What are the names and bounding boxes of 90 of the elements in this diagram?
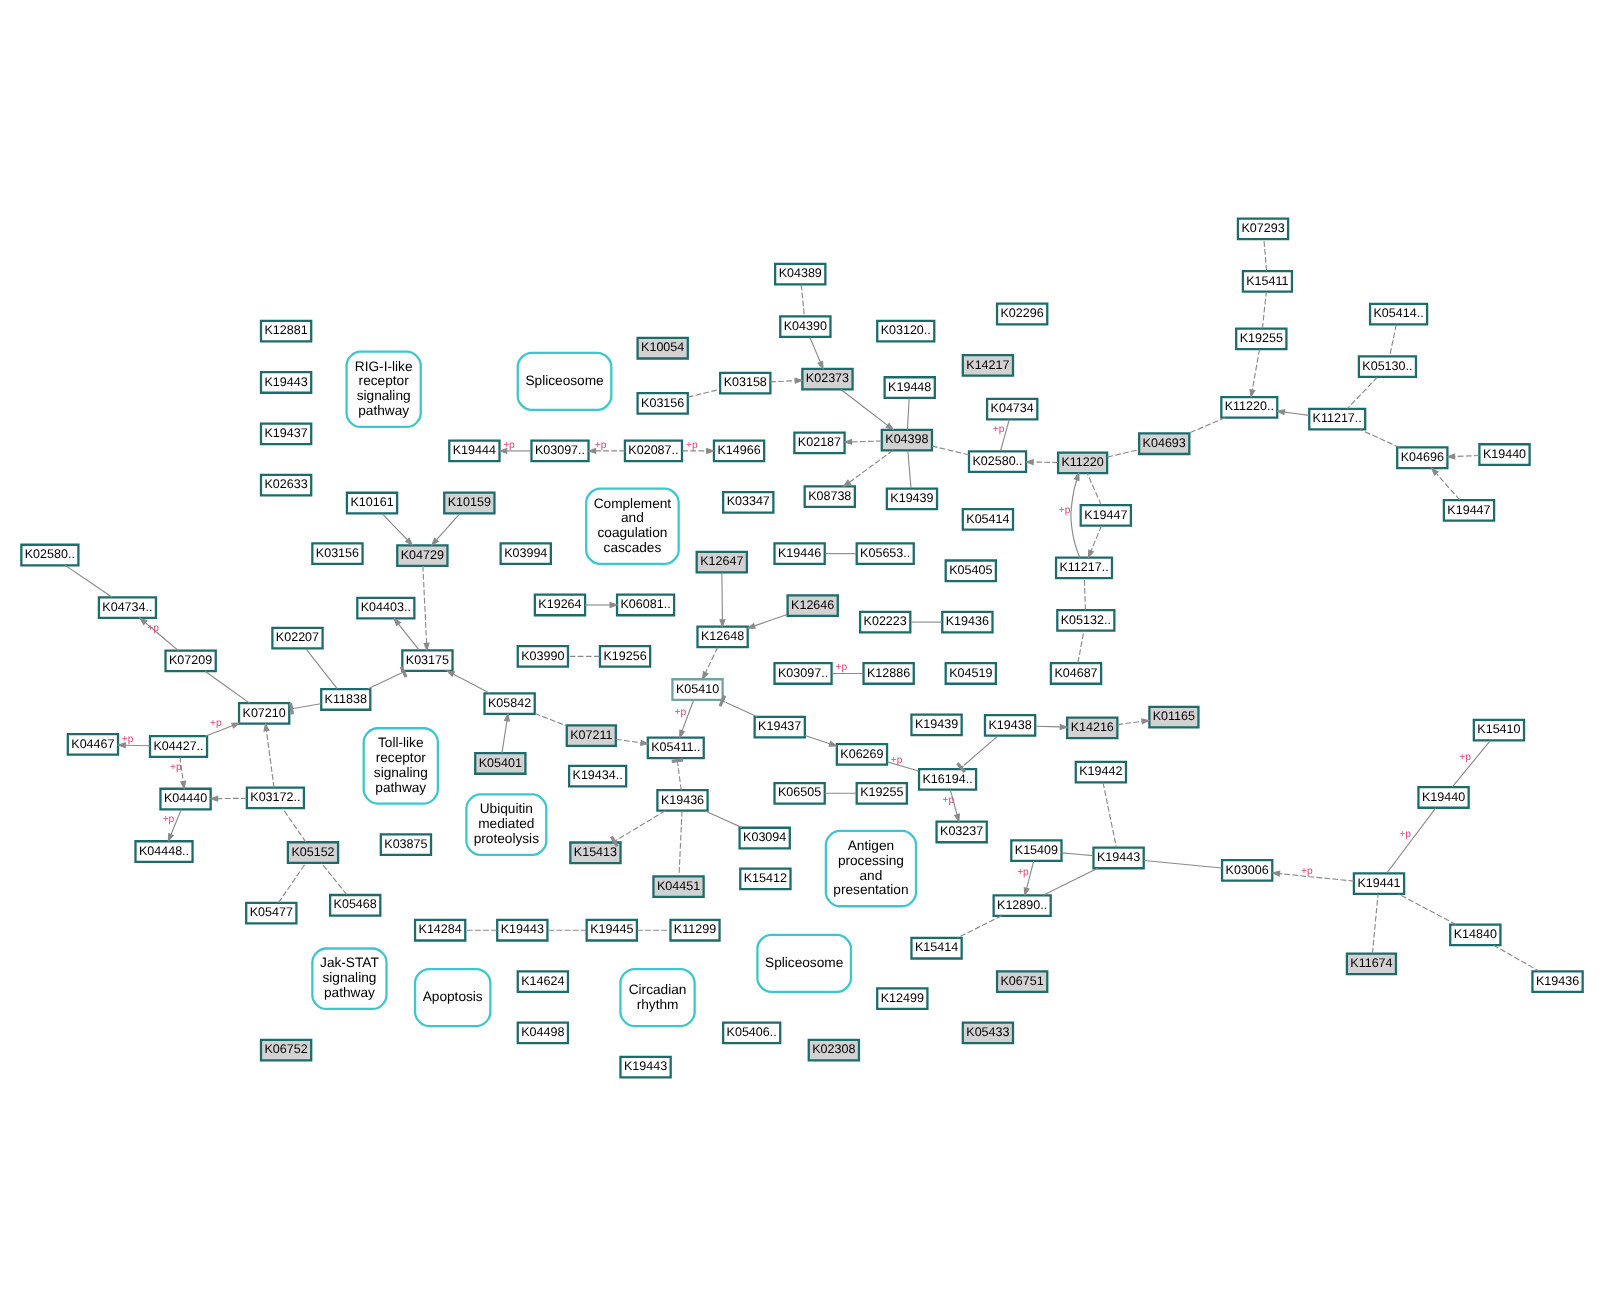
arrow bbox=[584, 601, 619, 609]
connector bbox=[678, 810, 683, 877]
arrow bbox=[1275, 408, 1310, 416]
connector bbox=[1371, 893, 1379, 954]
connector bbox=[1263, 238, 1268, 272]
arrow bbox=[1024, 458, 1059, 466]
arrow bbox=[615, 738, 650, 746]
arrow bbox=[381, 513, 414, 547]
connector bbox=[1346, 376, 1378, 410]
connector bbox=[1359, 429, 1401, 448]
connector bbox=[1386, 807, 1437, 874]
connector bbox=[636, 929, 671, 931]
connector bbox=[999, 419, 1010, 452]
connector bbox=[546, 929, 587, 931]
arrow bbox=[498, 447, 532, 455]
connector bbox=[671, 757, 684, 791]
arrow bbox=[1035, 723, 1069, 731]
arrow bbox=[1446, 453, 1480, 460]
connector bbox=[704, 810, 743, 829]
connector bbox=[1451, 740, 1491, 788]
connector bbox=[320, 862, 348, 896]
connector bbox=[64, 564, 113, 598]
arrow bbox=[1430, 467, 1461, 501]
connector bbox=[278, 862, 307, 904]
connector bbox=[282, 807, 307, 843]
connector bbox=[534, 712, 568, 727]
arrow bbox=[422, 565, 430, 652]
connector bbox=[1077, 630, 1085, 664]
arrow bbox=[586, 447, 626, 455]
arrow bbox=[1249, 348, 1261, 399]
arrow bbox=[167, 809, 182, 843]
arrow bbox=[393, 617, 420, 651]
arrow bbox=[949, 789, 960, 823]
connector bbox=[718, 695, 758, 718]
arrow bbox=[769, 377, 804, 384]
arrow bbox=[501, 712, 511, 754]
connector bbox=[956, 735, 999, 774]
connector bbox=[931, 445, 970, 456]
connector bbox=[1187, 417, 1226, 434]
arrow bbox=[809, 336, 824, 371]
arrow bbox=[804, 734, 839, 747]
connector bbox=[367, 666, 408, 690]
arrow bbox=[209, 795, 248, 802]
connector bbox=[1042, 867, 1099, 896]
arrow bbox=[1270, 870, 1355, 882]
connector bbox=[1060, 852, 1094, 857]
arrow bbox=[1087, 525, 1102, 559]
connector bbox=[800, 284, 805, 317]
connector bbox=[1389, 324, 1397, 357]
arrow bbox=[263, 722, 275, 789]
arrow bbox=[1117, 718, 1151, 726]
connector bbox=[1261, 291, 1267, 329]
connector bbox=[824, 792, 857, 794]
connector bbox=[464, 929, 498, 931]
connector bbox=[204, 670, 251, 704]
connector bbox=[288, 702, 322, 715]
connector bbox=[305, 648, 338, 690]
connector bbox=[1102, 782, 1117, 848]
connector bbox=[1493, 944, 1540, 972]
arrow bbox=[1023, 860, 1035, 897]
connector bbox=[909, 621, 943, 623]
connector bbox=[1083, 577, 1087, 611]
arrow bbox=[842, 449, 894, 488]
connector bbox=[906, 397, 910, 431]
connector bbox=[831, 672, 864, 675]
arrow bbox=[138, 617, 179, 652]
connector bbox=[1106, 449, 1140, 458]
arrow bbox=[681, 447, 716, 455]
arrow bbox=[746, 614, 788, 629]
arrow bbox=[430, 513, 461, 547]
connector bbox=[886, 761, 920, 772]
arrow bbox=[840, 388, 895, 431]
connector bbox=[567, 655, 601, 657]
connector bbox=[610, 810, 666, 848]
arrow bbox=[179, 756, 187, 791]
arrow bbox=[116, 742, 151, 749]
connector bbox=[956, 915, 1002, 939]
connector bbox=[687, 388, 721, 398]
connector bbox=[1086, 472, 1102, 506]
arrow bbox=[719, 571, 726, 629]
arrow bbox=[701, 647, 719, 681]
connector bbox=[1143, 859, 1223, 869]
arrow bbox=[1070, 471, 1081, 559]
arrow bbox=[204, 722, 241, 737]
connector bbox=[1397, 893, 1457, 926]
arrow bbox=[679, 699, 695, 739]
arrow bbox=[843, 438, 883, 446]
arrow bbox=[445, 670, 491, 694]
connector bbox=[824, 553, 857, 555]
connector bbox=[907, 449, 912, 489]
